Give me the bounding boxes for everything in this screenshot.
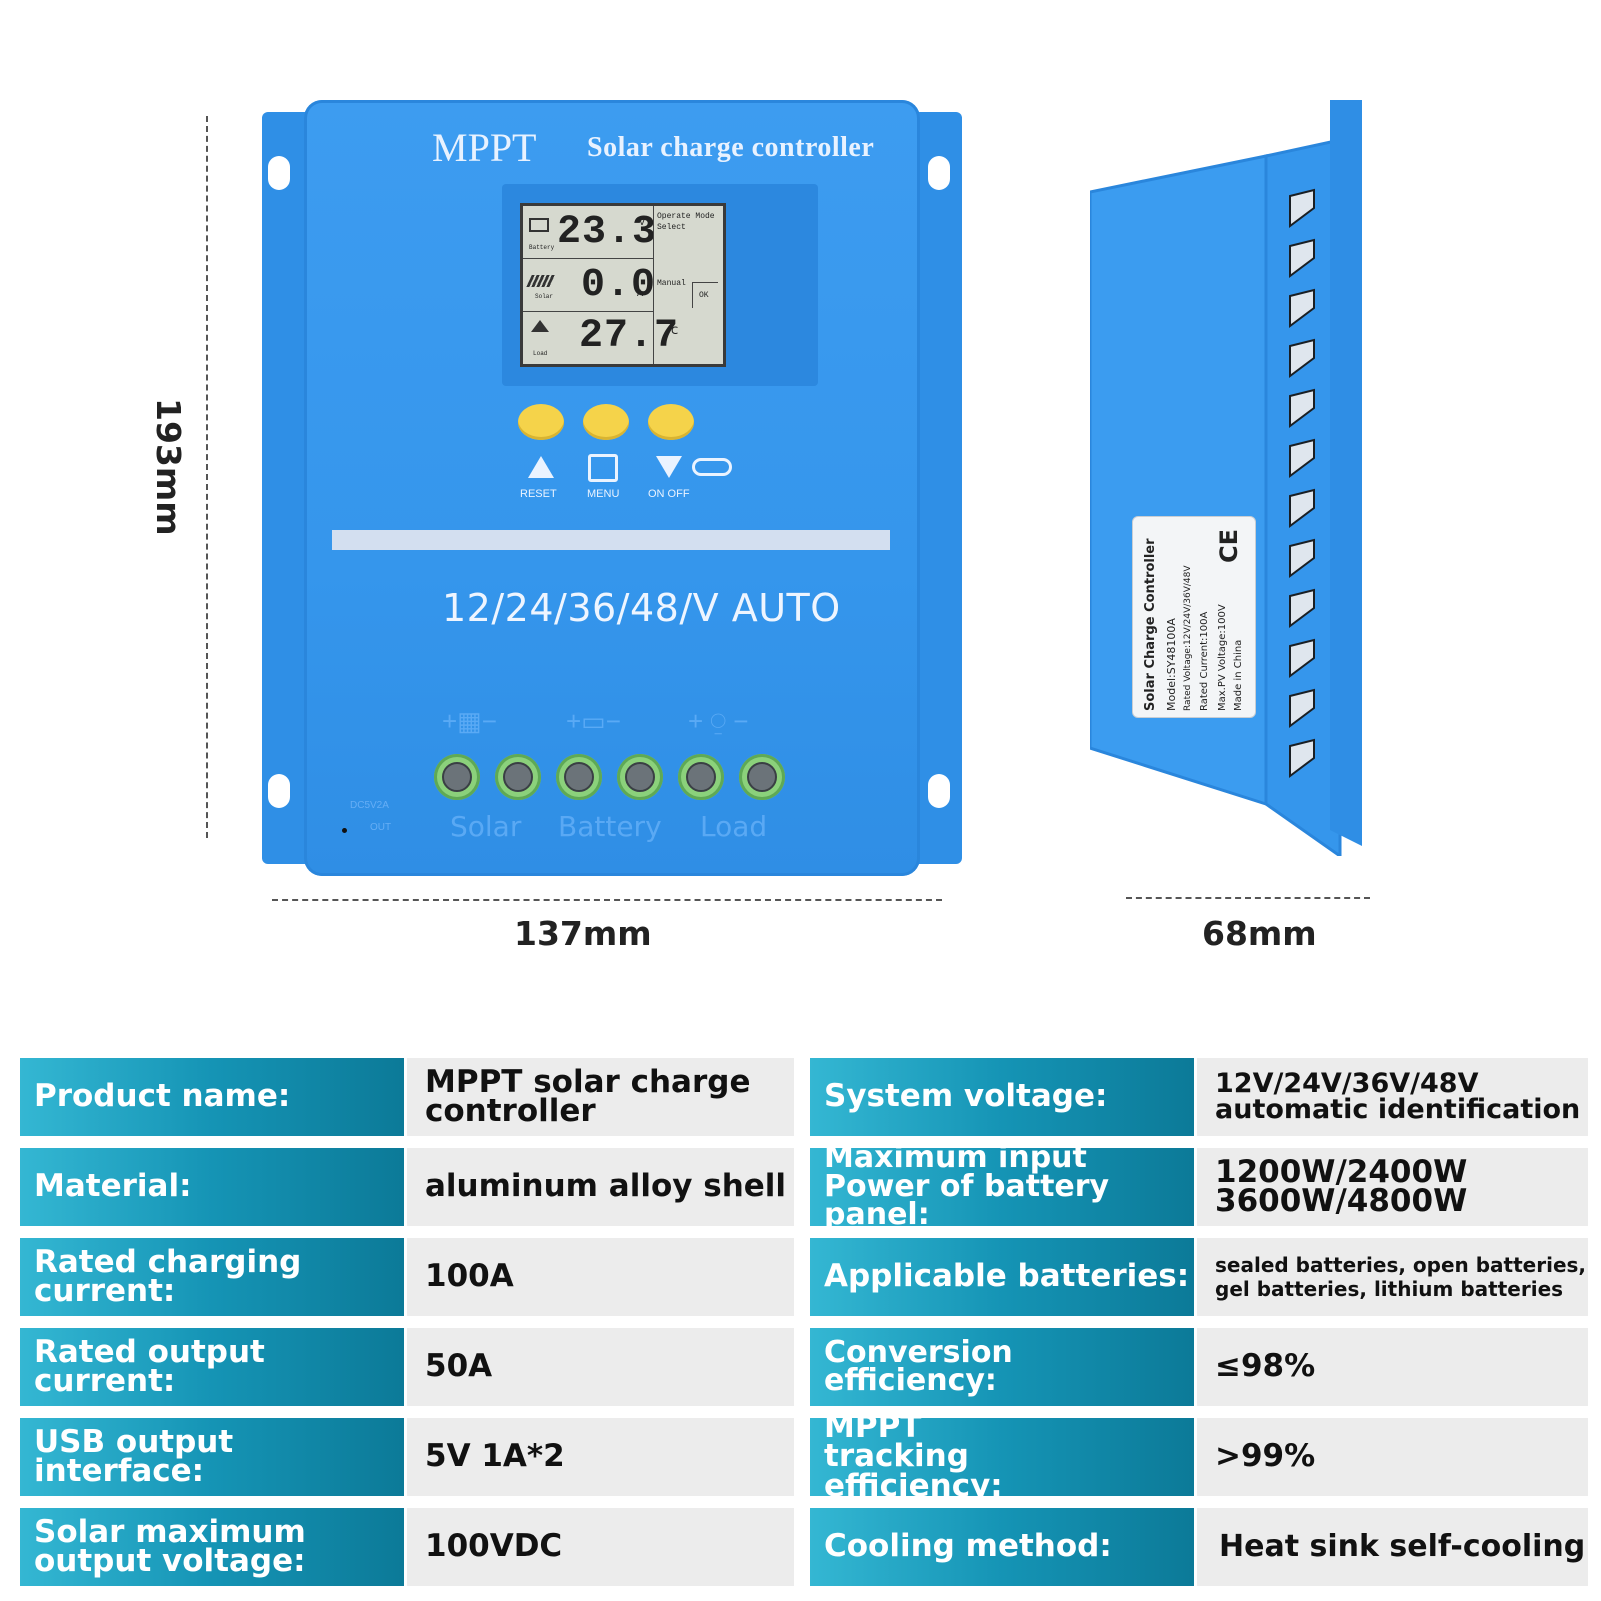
menu-button[interactable] <box>583 404 629 440</box>
mount-hole-icon <box>268 774 290 808</box>
load-polarity-icon: + ⍜ − <box>688 706 749 736</box>
spec-key-usb-output-interface: USB output interface: <box>20 1418 404 1496</box>
spec-key-system-voltage: System voltage: <box>810 1058 1194 1136</box>
spec-key-mppt-tracking-efficiency: MPPT tracking efficiency: <box>810 1411 1194 1501</box>
usb-spec-label: DC5V2A <box>350 800 389 811</box>
lamp-icon <box>531 320 549 332</box>
spec-value-applicable-batteries: sealed batteries, open batteries, gel ba… <box>1197 1238 1588 1316</box>
lcd-battery-label: Battery <box>529 244 555 251</box>
solar-panel-icon <box>526 275 556 287</box>
spec-key-applicable-batteries: Applicable batteries: <box>810 1238 1194 1316</box>
lcd-load-value: 27.7 <box>579 314 680 359</box>
mount-hole-icon <box>928 774 950 808</box>
spec-sticker: Solar Charge Controller Model:SY48100A R… <box>1132 516 1256 718</box>
battery-negative-terminal <box>617 754 663 800</box>
spec-key-material: Material: <box>20 1148 404 1226</box>
sticker-model: Model:SY48100A <box>1165 618 1178 711</box>
depth-dimension-line <box>1126 897 1370 899</box>
usb-out-label: OUT <box>370 822 392 833</box>
lcd-solar-row: Solar 0.0 A <box>523 259 657 312</box>
spec-value-usb-output-interface: 5V 1A*2 <box>407 1418 794 1496</box>
mount-hole-icon <box>928 156 950 190</box>
voltage-auto-label: 12/24/36/48/V AUTO <box>442 586 841 630</box>
onoff-label: ON OFF <box>648 488 690 500</box>
spec-key-cooling-method: Cooling method: <box>810 1508 1194 1586</box>
ce-mark-icon: CE <box>1215 528 1243 563</box>
spec-value-system-voltage: 12V/24V/36V/48V automatic identification <box>1197 1058 1588 1136</box>
spec-value-rated-charging-current: 100A <box>407 1238 794 1316</box>
lcd-solar-value: 0.0 <box>581 263 657 308</box>
sticker-rated-current: Rated Current:100A <box>1199 611 1210 711</box>
battery-icon <box>529 218 549 232</box>
menu-enter-icon <box>588 454 618 482</box>
usb-port-icon <box>342 828 347 833</box>
reset-up-button[interactable] <box>518 404 564 440</box>
spec-key-max-input-power: Maximum input Power of battery panel: <box>810 1143 1194 1230</box>
controller-front-view: MPPT Solar charge controller Battery 23.… <box>262 100 962 876</box>
lcd-load-row: Load 27.7 ℃ <box>523 312 678 364</box>
spec-value-mppt-tracking-efficiency: >99% <box>1197 1418 1588 1496</box>
depth-dimension-label: 68mm <box>1202 914 1317 953</box>
load-negative-terminal <box>739 754 785 800</box>
width-dimension-label: 137mm <box>514 914 652 953</box>
solar-positive-terminal <box>434 754 480 800</box>
reset-label: RESET <box>520 488 557 500</box>
height-dimension-label: 193mm <box>149 398 188 536</box>
controller-body: MPPT Solar charge controller Battery 23.… <box>304 100 920 876</box>
spec-key-solar-max-output-voltage: Solar maximum output voltage: <box>20 1508 404 1586</box>
load-terminal-label: Load <box>700 810 768 843</box>
lcd-screen: Battery 23.3 V Solar 0.0 A Load 27.7 ℃ O… <box>520 203 726 367</box>
solar-polarity-icon: +▦− <box>442 706 497 736</box>
spec-key-conversion-efficiency: Conversion efficiency: <box>810 1328 1194 1406</box>
mount-hole-icon <box>268 156 290 190</box>
sticker-origin: Made in China <box>1233 639 1244 711</box>
solar-negative-terminal <box>495 754 541 800</box>
battery-terminal-label: Battery <box>558 810 662 843</box>
down-onoff-button[interactable] <box>648 404 694 440</box>
lcd-battery-unit: V <box>639 218 646 229</box>
spec-key-product-name: Product name: <box>20 1058 404 1136</box>
sticker-max-pv: Max.PV Voltage:100V <box>1217 604 1228 711</box>
down-arrow-icon <box>656 456 682 478</box>
spec-value-product-name: MPPT solar charge controller <box>407 1058 794 1136</box>
lcd-mode-panel: Operate Mode Select Manual OK <box>653 206 720 364</box>
lcd-mode-title: Operate Mode <box>657 212 715 221</box>
sticker-rated-voltage: Rated Voltage:12V/24V/36V/48V <box>1183 565 1193 711</box>
controller-side-view: Solar Charge Controller Model:SY48100A R… <box>1090 100 1370 856</box>
spec-value-cooling-method: Heat sink self-cooling <box>1197 1508 1588 1586</box>
battery-positive-terminal <box>556 754 602 800</box>
solar-terminal-label: Solar <box>450 810 522 843</box>
sticker-title: Solar Charge Controller <box>1143 538 1158 711</box>
brand-logo: MPPT <box>432 125 537 170</box>
lcd-mode-select: Select <box>657 223 686 232</box>
spec-key-rated-charging-current: Rated charging current: <box>20 1238 404 1316</box>
lcd-mode-manual: Manual <box>657 279 686 288</box>
lcd-battery-row: Battery 23.3 V <box>523 206 656 259</box>
lcd-solar-unit: A <box>637 289 644 300</box>
lcd-load-label: Load <box>533 350 548 357</box>
spec-value-solar-max-output-voltage: 100VDC <box>407 1508 794 1586</box>
lcd-load-unit: ℃ <box>667 327 679 338</box>
height-dimension-line <box>206 116 208 838</box>
side-housing <box>1090 100 1362 856</box>
spec-value-conversion-efficiency: ≤98% <box>1197 1328 1588 1406</box>
menu-label: MENU <box>587 488 620 500</box>
lcd-solar-label: Solar <box>535 293 554 300</box>
up-arrow-icon <box>528 456 554 478</box>
spec-key-rated-output-current: Rated output current: <box>20 1328 404 1406</box>
power-icon <box>692 458 732 476</box>
label-strip <box>332 530 890 550</box>
spec-value-material: aluminum alloy shell <box>407 1148 794 1226</box>
lcd-battery-value: 23.3 <box>557 210 658 255</box>
device-subtitle: Solar charge controller <box>587 132 875 163</box>
lcd-mode-ok: OK <box>692 282 718 308</box>
load-positive-terminal <box>678 754 724 800</box>
width-dimension-line <box>272 899 942 901</box>
spec-value-rated-output-current: 50A <box>407 1328 794 1406</box>
spec-value-max-input-power: 1200W/2400W 3600W/4800W <box>1197 1148 1588 1226</box>
battery-polarity-icon: +▭− <box>566 706 621 736</box>
